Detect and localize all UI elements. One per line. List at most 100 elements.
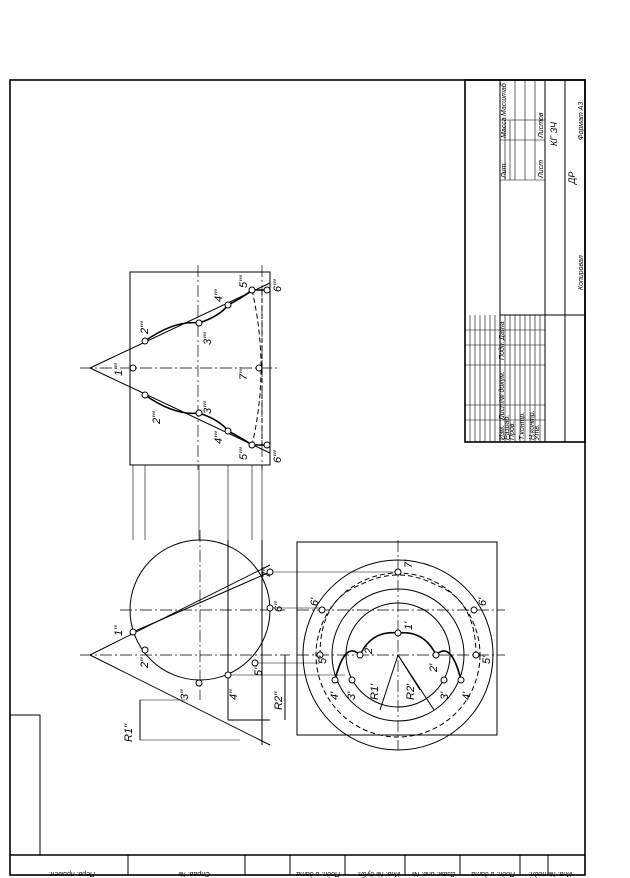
point-3ppp-bot [195,409,203,417]
profile-view: 1''' 2''' 2''' 3''' 3''' 4''' 4''' 5''' … [80,265,284,470]
label-2ppp-bot: 2''' [151,411,163,425]
label-5p-right: 5' [481,655,493,664]
point-5p-right [472,651,480,659]
point-7pp [266,568,274,576]
profile-cone-lower-edge [89,367,271,454]
tb-data: Дата [499,321,506,341]
label-6p-left: 6' [309,597,321,606]
label-4pp: 4'' [228,689,240,700]
label-r2p: R2' [405,683,417,700]
label-5ppp-bot: 5''' [238,447,250,460]
label-2pp: 2'' [139,657,151,669]
label-4p-right: 4' [461,691,473,700]
tb-copied: Копировал [578,255,585,290]
label-3p-right: 3' [439,691,451,700]
tb-razrab: Разраб. [503,415,511,440]
point-6p-left [318,606,326,614]
tb-change-list: Лист [499,402,506,421]
point-2p-right [432,651,440,659]
front-section-line [132,571,271,633]
stamp-inv-podl: Инв. № подл. [529,870,572,878]
plan-outer-circle [302,559,494,751]
tb-format: Формат А3 [578,102,585,140]
stamp-sprav: Справ. № [178,870,210,877]
point-3p-left [348,676,356,684]
label-6p-right: 6' [477,597,489,606]
tb-org: КГ ЗЧ [549,121,559,146]
tb-lit: Лит. [501,162,508,179]
label-r1p: R1' [369,683,381,700]
label-1p: 1' [403,621,415,630]
profile-section-curve-lower [144,394,267,446]
label-7pp: 7'' [261,567,273,578]
point-2ppp-top [141,337,149,345]
point-5ppp-top [248,286,256,294]
label-1pp: 1'' [113,625,125,636]
label-4p-left: 4' [329,691,341,700]
projection-lines [132,465,400,676]
tb-tkontr: Т.контр. [519,412,526,440]
tb-listov: Листов [538,112,545,139]
label-5p-left: 5' [317,655,329,664]
label-6pp: 6'' [273,601,285,612]
point-1ppp [129,364,137,372]
point-6p-right [470,606,478,614]
stamp-perv-primen: Перв. примен. [48,870,95,877]
point-4p-left [331,676,339,684]
front-cone-edge-1 [89,564,271,656]
point-1p [394,629,402,637]
front-view: 1'' 2'' 3'' 4'' 5'' 6'' 7'' R1'' R2'' [80,530,290,746]
label-7ppp: 7''' [238,367,250,380]
label-3ppp-top: 3''' [202,332,214,345]
point-4ppp-bot [224,427,232,435]
label-4ppp-bot: 4''' [213,431,225,444]
label-r2pp: R2'' [273,691,285,710]
label-2p-right: 2' [428,663,440,673]
tb-prov: Пров. [509,421,516,440]
point-4pp [224,671,232,679]
label-5ppp-top: 5''' [238,275,250,288]
label-3p-left: 3' [346,691,358,700]
profile-cone-upper-edge [89,282,271,369]
stamp-podp-data-2: Подп. и дата [296,870,340,878]
point-5p-left [316,651,324,659]
profile-section-curve [144,289,267,342]
tb-massa: Масса [501,117,508,138]
tb-masshtab: Масштаб [500,82,508,116]
drawing-frame [9,79,586,876]
label-3pp: 3'' [179,689,191,700]
plan-mid-circle [331,588,465,722]
label-1ppp: 1''' [113,363,125,376]
point-3pp [195,679,203,687]
tb-izm: Изм. [499,425,506,440]
point-5pp [251,659,259,667]
plan-r3-line [397,654,435,711]
profile-hidden-curve [251,289,262,446]
tb-podp: Подп. [498,341,506,360]
stamp-vzam-inv: Взам. инв. № [411,870,455,877]
label-7p: 7' [403,559,415,568]
plan-r1-line [379,654,399,711]
point-6ppp-top [263,286,271,294]
stamp-inv-dubl: Инв. № дубл. [357,870,400,878]
point-3ppp-top [195,319,203,327]
title-block: Лит. Масса Масштаб Лист Листов КГ ЗЧ ДР … [464,79,586,443]
point-4ppp-top [224,301,232,309]
label-3ppp-bot: 3''' [202,401,214,414]
point-2p-left [356,651,364,659]
point-7ppp [255,364,263,372]
label-2ppp-top: 2''' [139,321,151,335]
tb-list: Лист [538,160,545,179]
label-5pp: 5'' [253,665,265,676]
tb-dokum: № докум. [498,371,506,402]
tb-nkontr: Н.контр. [529,410,536,440]
point-2ppp-bot [141,391,149,399]
point-2pp [141,646,149,654]
left-margin-box [9,714,41,856]
label-4ppp-top: 4''' [213,289,225,302]
label-6ppp-bot: 6''' [272,450,284,463]
plan-bounding-box [296,541,498,736]
label-r1pp: R1'' [123,723,135,742]
point-6ppp-bot [263,441,271,449]
